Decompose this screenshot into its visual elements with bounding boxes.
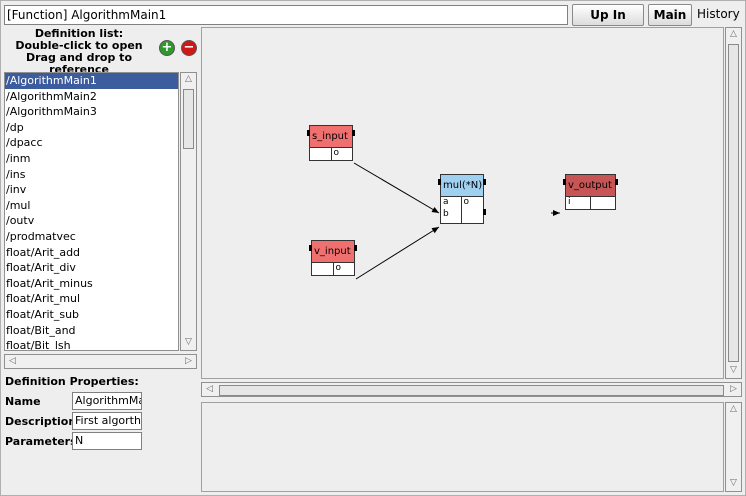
node-v-input-empty-port [312,263,334,275]
scroll-left-arrow-icon[interactable]: ◁ [206,384,213,394]
definition-list-item[interactable]: /inv [6,183,27,197]
scrollbar-thumb[interactable] [728,44,739,362]
main-button[interactable]: Main [648,4,692,26]
scroll-down-arrow-icon[interactable]: ▽ [730,478,737,488]
node-s-input-title: s_input [310,126,352,148]
definition-list-item[interactable]: /inm [6,151,31,165]
node-v-output-title: v_output [566,175,615,197]
definition-list-item[interactable]: /prodmatvec [6,229,76,243]
definition-list[interactable]: /AlgorithmMain1/AlgorithmMain2/Algorithm… [4,72,179,351]
canvas-vertical-scrollbar[interactable]: △ ▽ [725,27,742,379]
definition-list-item[interactable]: float/Arit_div [6,261,76,275]
node-v-output-input-port[interactable]: i [566,197,591,209]
node-mul-title: mul(*N) [441,175,483,197]
definition-list-item[interactable]: float/Arit_mul [6,292,81,306]
scroll-down-arrow-icon[interactable]: ▽ [185,337,192,347]
remove-definition-icon[interactable]: − [181,40,197,56]
history-label[interactable]: History [697,7,740,21]
caption-line-2: Double-click to open [15,39,143,52]
definition-list-caption: Definition list: Double-click to open Dr… [4,28,154,76]
canvas-horizontal-scrollbar[interactable]: ◁ ▷ [201,382,742,397]
connection-v-input-to-mul-b [355,226,440,280]
definition-list-item[interactable]: /AlgorithmMain2 [6,89,97,103]
scroll-up-arrow-icon[interactable]: △ [730,29,737,39]
connection-s-input-to-mul-a [353,162,440,214]
node-v-output[interactable]: v_output i [563,174,618,210]
definition-list-item[interactable]: /AlgorithmMain1 [5,73,178,89]
scroll-up-arrow-icon[interactable]: △ [185,74,192,84]
node-v-input[interactable]: v_input o [309,240,357,276]
definition-list-item[interactable]: /dp [6,120,24,134]
name-label: Name [5,395,41,408]
definition-list-item[interactable]: /ins [6,167,26,181]
node-s-input-output-port[interactable]: o [333,148,340,158]
definition-list-item[interactable]: /mul [6,198,31,212]
node-v-input-output-port[interactable]: o [335,263,342,273]
properties-title: Definition Properties: [5,375,139,388]
node-s-input-empty-port [310,148,332,160]
definition-list-item[interactable]: /outv [6,214,35,228]
definition-list-item[interactable]: /AlgorithmMain3 [6,105,97,119]
current-definition-field[interactable]: [Function] AlgorithmMain1 [4,5,568,25]
output-panel[interactable] [201,402,724,492]
output-vertical-scrollbar[interactable]: △ ▽ [725,402,742,492]
parameters-label: Parameters [5,435,77,448]
definition-list-vertical-scrollbar[interactable]: △ ▽ [180,72,197,351]
definition-list-item[interactable]: float/Bit_lsh [6,339,71,351]
definition-list-item[interactable]: float/Arit_sub [6,307,80,321]
node-mul[interactable]: mul(*N) a b o [438,174,486,224]
scroll-right-arrow-icon[interactable]: ▷ [185,356,192,366]
node-v-output-empty-port [591,197,615,209]
description-field[interactable]: First algorth [72,412,142,430]
parameters-field[interactable]: N [72,432,142,450]
node-v-input-title: v_input [312,241,354,263]
scroll-right-arrow-icon[interactable]: ▷ [730,384,737,394]
node-s-input[interactable]: s_input o [307,125,355,161]
scrollbar-thumb[interactable] [183,89,194,149]
caption-line-1: Definition list: [34,27,124,40]
definition-list-item[interactable]: float/Arit_add [6,245,81,259]
description-label: Description [5,415,77,428]
node-mul-input-b[interactable]: b [443,209,449,219]
up-in-main-button[interactable]: Up In Main [572,4,644,42]
node-mul-output-port[interactable]: o [463,197,470,207]
scrollbar-thumb[interactable] [219,385,724,396]
definition-list-horizontal-scrollbar[interactable]: ◁ ▷ [4,354,197,369]
graph-canvas[interactable]: s_input o v_input o mul(*N) a b o [201,27,724,379]
add-definition-icon[interactable]: + [159,40,175,56]
definition-list-item[interactable]: /dpacc [6,136,43,150]
node-mul-input-a[interactable]: a [443,197,449,207]
scroll-left-arrow-icon[interactable]: ◁ [9,356,16,366]
definition-list-item[interactable]: float/Arit_minus [6,276,93,290]
definition-list-item[interactable]: float/Bit_and [6,323,76,337]
graph-connections [353,162,560,280]
name-field[interactable]: AlgorithmMa [72,392,142,410]
scroll-up-arrow-icon[interactable]: △ [730,404,737,414]
scroll-down-arrow-icon[interactable]: ▽ [730,365,737,375]
